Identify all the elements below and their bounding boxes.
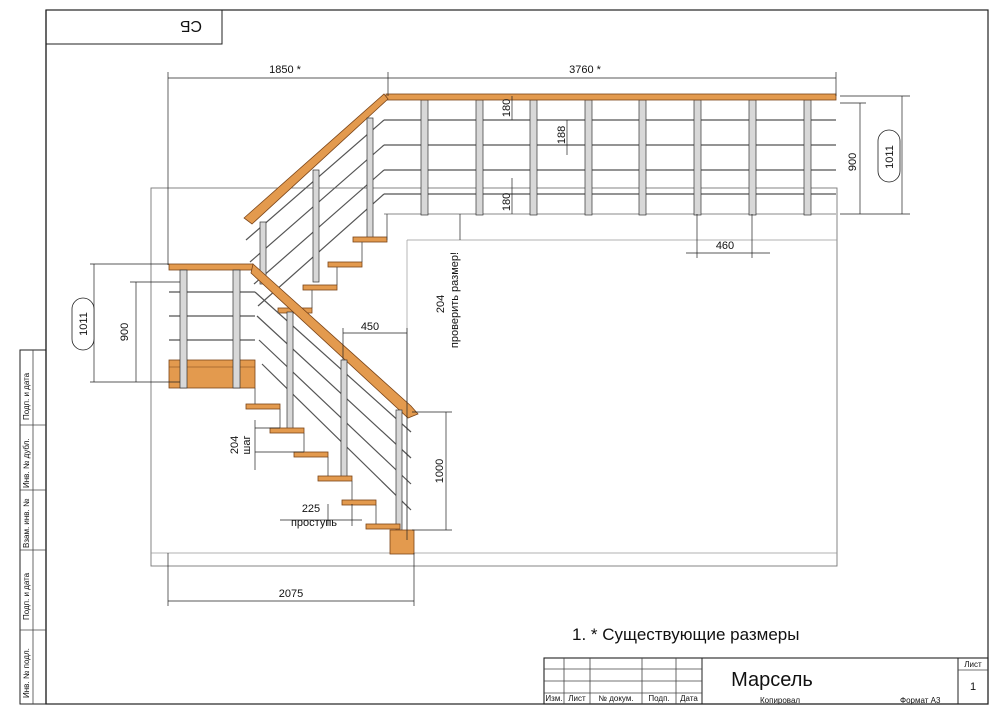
side-stamp-4: Подп. и дата <box>22 572 31 620</box>
lower-flight-railing <box>250 263 419 531</box>
dim-step-label: шаг <box>241 436 253 455</box>
tb-col-izm: Изм. <box>545 694 562 703</box>
dim-baluster-bottom: 180 <box>501 193 513 211</box>
side-stamp-3: Взам. инв. № <box>22 498 31 548</box>
upper-railing <box>384 93 837 216</box>
dim-top-left: 1850 * <box>269 64 302 76</box>
dim-left-1011: 1011 <box>78 312 90 336</box>
drawing-note: 1. * Существующие размеры <box>572 625 799 644</box>
side-stamp-5: Инв. № подл. <box>22 648 31 698</box>
dim-offset-450: 450 <box>361 321 379 333</box>
upper-flight-railing <box>243 93 389 307</box>
dim-top-right: 3760 * <box>569 64 602 76</box>
lower-flight-steps <box>245 388 415 555</box>
tb-col-date: Дата <box>680 694 698 703</box>
dim-right-1011: 1011 <box>884 145 896 169</box>
tb-title: Марсель <box>731 669 813 691</box>
upper-posts <box>420 99 812 216</box>
tb-col-sign: Подп. <box>648 694 669 703</box>
dim-right-900: 900 <box>847 153 859 171</box>
dim-baluster-top: 180 <box>501 99 513 117</box>
tb-sheet-number: 1 <box>970 681 976 693</box>
tb-col-doc: № докум. <box>598 694 633 703</box>
tb-copied: Копировал <box>760 696 800 705</box>
side-stamp-1: Подп. и дата <box>22 372 31 420</box>
side-stamp-2: Инв. № дубл. <box>22 438 31 488</box>
dim-tread-label: проступь <box>291 517 337 529</box>
stamp-label: СБ <box>180 17 202 34</box>
dim-check-note: проверить размер! <box>449 252 461 348</box>
dim-tread-value: 225 <box>302 503 320 515</box>
dim-step-value: 204 <box>229 436 241 454</box>
dim-rail-spacing: 188 <box>556 126 568 144</box>
tb-format: Формат А3 <box>900 696 941 705</box>
dim-post-spacing: 460 <box>716 240 734 252</box>
landing-handrail <box>168 263 254 271</box>
title-block: Изм. Лист № докум. Подп. Дата Марсель Ли… <box>543 657 989 705</box>
dim-left-900: 900 <box>119 323 131 341</box>
dimensions: 1850 * 3760 * 900 1011 180 188 180 460 2… <box>71 64 910 606</box>
side-stamp: Подп. и дата Инв. № дубл. Взам. инв. № П… <box>19 349 47 705</box>
dim-flight-height: 1000 <box>434 459 446 483</box>
dim-right-1011-frame <box>877 129 901 183</box>
landing <box>168 263 256 389</box>
dim-check-value: 204 <box>435 295 447 313</box>
upper-handrail <box>385 93 837 101</box>
tb-sheet-label: Лист <box>964 660 982 669</box>
dim-bottom-width: 2075 <box>279 588 303 600</box>
dim-left-1011-frame <box>71 297 95 351</box>
tb-col-list: Лист <box>568 694 586 703</box>
